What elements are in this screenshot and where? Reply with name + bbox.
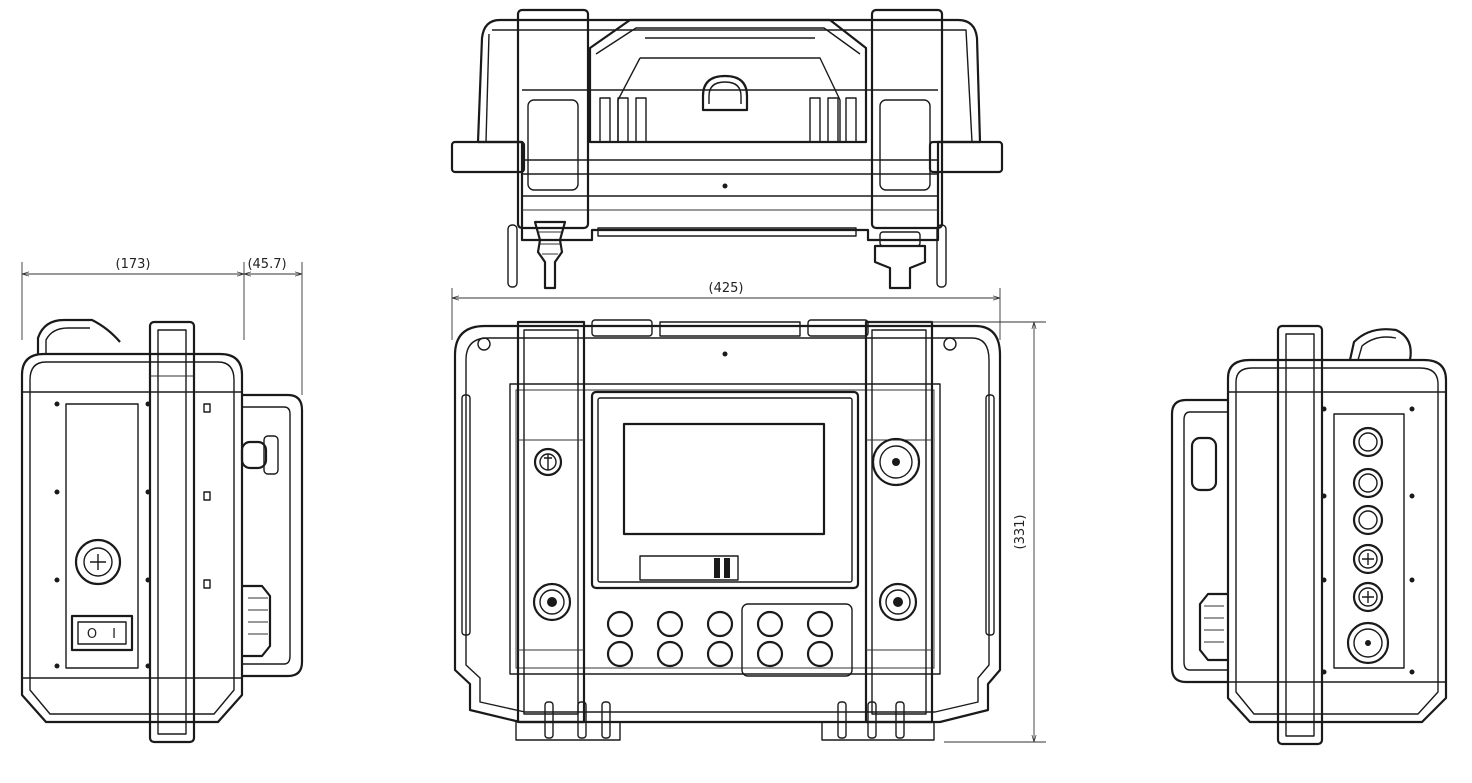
front-view — [453, 319, 1002, 741]
switch-on-label: I — [112, 627, 116, 642]
right-side-view — [1170, 324, 1448, 746]
switch-off-label: O — [87, 627, 97, 642]
dimension-front-width: (425) — [709, 281, 744, 296]
dimension-lines — [21, 262, 1046, 743]
left-side-view — [20, 318, 304, 744]
top-view — [450, 8, 1004, 290]
dimension-side-depth: (173) — [116, 257, 151, 272]
dimension-front-height: (331) — [1013, 515, 1028, 550]
dimension-handle-depth: (45.7) — [247, 257, 286, 272]
